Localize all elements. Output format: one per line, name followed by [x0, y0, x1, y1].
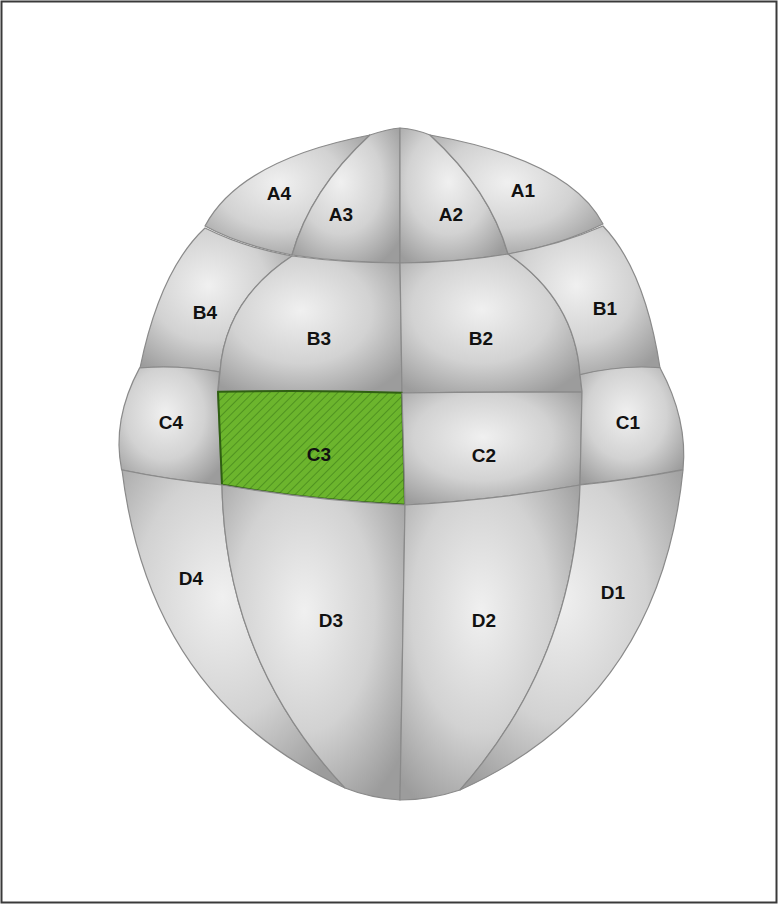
- cell-label: B4: [193, 303, 217, 322]
- blastomere-cell: A3: [289, 125, 403, 266]
- cell-label: A4: [267, 184, 291, 203]
- cell-label: C4: [159, 413, 183, 432]
- cell-label: C1: [616, 413, 640, 432]
- cell-shape: [222, 485, 405, 800]
- cell-label: A3: [329, 205, 353, 224]
- cell-label: A2: [439, 205, 463, 224]
- cell-label: D2: [472, 611, 496, 630]
- cell-label: B2: [469, 329, 493, 348]
- cell-label: B1: [593, 299, 617, 318]
- cell-outline: [219, 482, 408, 803]
- blastomere-cell: B3: [215, 253, 405, 396]
- cell-label: C2: [472, 446, 496, 465]
- cell-label: D1: [601, 583, 625, 602]
- cell-label: D3: [319, 611, 343, 630]
- cell-shape: [460, 470, 683, 790]
- blastomere-cell: D3: [219, 482, 408, 803]
- blastomere-cell: B1: [505, 223, 663, 378]
- cell-outline: [457, 467, 686, 793]
- cell-outline: [289, 125, 403, 266]
- cell-outline: [215, 253, 405, 396]
- blastomere-cell: C1: [577, 364, 687, 488]
- cell-label: B3: [307, 329, 331, 348]
- cell-shape: [218, 256, 402, 393]
- cell-outline: [505, 223, 663, 378]
- cell-shape: [402, 392, 582, 505]
- cell-shape: [292, 128, 400, 263]
- cell-label: C3: [307, 445, 331, 464]
- cell-label: A1: [511, 181, 535, 200]
- blastomere-cell: C4: [116, 364, 225, 488]
- cell-shape: [218, 391, 405, 505]
- blastomere-cell: D1: [457, 467, 686, 793]
- cell-shape: [580, 367, 684, 485]
- cell-shape: [119, 367, 222, 485]
- cell-label: D4: [179, 569, 203, 588]
- cell-shape: [508, 226, 660, 375]
